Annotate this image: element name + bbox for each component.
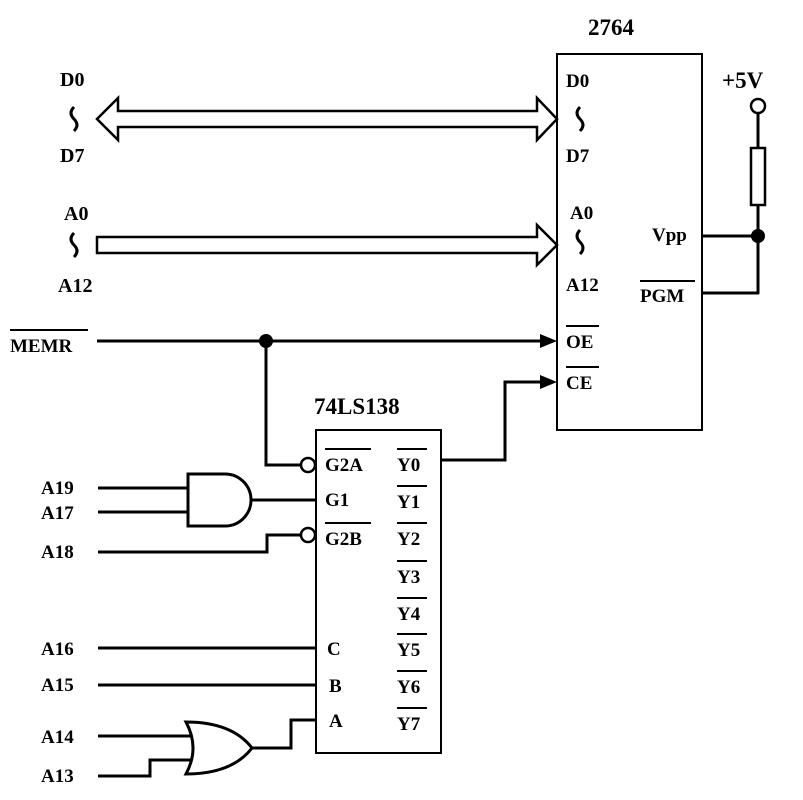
and-gate [186,472,253,528]
c-input-a16-label: A16 [41,639,74,660]
eprom-a-range-tilde [575,228,585,256]
g2b-inversion-bubble [299,526,317,544]
and-input-a17-label: A17 [41,503,74,524]
and-input-a19-label: A19 [41,478,74,499]
decoder-pin-y3: Y3 [397,567,420,588]
memr-label: MEMR [10,336,73,357]
or-input-a14-label: A14 [41,727,74,748]
eprom-pin-oe: OE [566,332,593,353]
decoder-chip [315,429,442,754]
decoder-pin-c: C [327,639,341,660]
address-bus-arrow [95,221,559,269]
address-bus-label-a12: A12 [58,275,92,297]
decoder-pin-g2b: G2B [325,529,362,550]
or-input-a13-label: A13 [41,766,74,787]
decoder-pin-y7: Y7 [397,714,421,735]
decoder-title: 74LS138 [314,394,400,419]
g2a-inversion-bubble [299,456,317,474]
decoder-pin-y6: Y6 [397,677,420,698]
decoder-pin-y5: Y5 [397,640,420,661]
supply-terminal [749,97,767,115]
oe-arrowhead [540,334,557,348]
address-bus-label-a0: A0 [64,203,88,225]
data-bus-label-d0: D0 [60,69,84,91]
g2b-input-a18-label: A18 [41,542,74,563]
decoder-pin-y0: Y0 [397,455,420,476]
ce-arrowhead [540,375,557,389]
decoder-pin-y4: Y4 [397,604,421,625]
data-bus-label-d7: D7 [60,145,84,167]
eprom-pin-a12: A12 [566,275,599,296]
eprom-title: 2764 [588,15,635,40]
eprom-pin-vpp: Vpp [652,225,687,246]
pullup-resistor [749,146,767,207]
a18-wire [98,533,300,554]
memr-to-g2a-wire [264,341,300,467]
eprom-pin-ce: CE [566,373,592,394]
data-bus-double-arrow [95,94,559,144]
decoder-pin-a: A [329,711,343,732]
decoder-pin-b: B [329,676,342,697]
supply-label: +5V [722,68,764,93]
decoder-pin-g1: G1 [325,490,349,511]
decoder-pin-g2a: G2A [325,455,363,476]
eprom-pin-pgm: PGM [640,286,684,307]
decoder-pin-y2: Y2 [397,529,420,550]
data-bus-tilde [69,105,79,133]
y0-to-ce-wire [441,380,540,462]
a13-wire [98,758,193,778]
address-bus-tilde [69,231,79,259]
eprom-d-range-tilde [575,105,585,133]
eprom-pin-d7: D7 [566,146,590,167]
b-input-a15-label: A15 [41,675,74,696]
vpp-junction-dot [751,229,765,243]
decoder-pin-y1: Y1 [397,492,420,513]
or-to-a-wire [252,718,316,750]
or-gate [183,720,254,776]
eprom-pin-a0: A0 [570,203,593,224]
eprom-pin-d0: D0 [566,71,589,92]
